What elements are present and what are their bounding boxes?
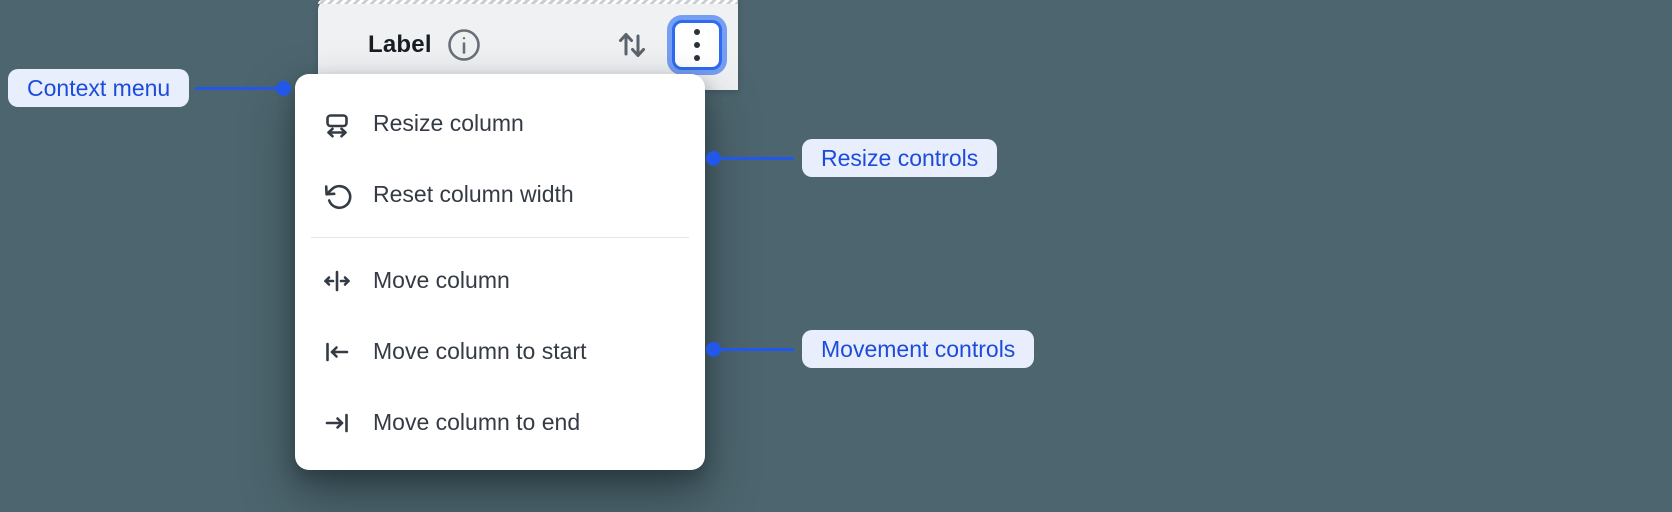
menu-item-label: Move column to end — [373, 409, 581, 435]
menu-item-move-column-end[interactable]: Move column to end — [295, 387, 705, 458]
menu-item-label: Resize column — [373, 110, 524, 136]
annotation-pill: Movement controls — [802, 330, 1035, 368]
annotation-connector-line — [195, 86, 278, 90]
move-column-icon — [321, 265, 353, 297]
move-column-start-icon — [321, 336, 353, 368]
column-header-hatch-strip — [318, 0, 738, 4]
annotation-context-menu: Context menu — [8, 69, 292, 107]
annotation-connector-dot — [706, 150, 721, 166]
info-icon[interactable] — [447, 28, 481, 62]
menu-item-move-column[interactable]: Move column — [295, 245, 705, 316]
sort-arrows-icon[interactable] — [614, 27, 650, 63]
annotation-connector-dot — [276, 80, 292, 96]
kebab-dot — [694, 42, 700, 48]
kebab-dot — [694, 55, 700, 61]
reset-column-width-icon — [321, 179, 353, 211]
annotation-connector-line — [720, 347, 794, 351]
menu-item-move-column-start[interactable]: Move column to start — [295, 316, 705, 387]
move-column-end-icon — [321, 407, 353, 439]
menu-item-label: Reset column width — [373, 181, 574, 207]
annotation-resize-controls: Resize controls — [706, 139, 998, 177]
annotation-movement-controls: Movement controls — [706, 330, 1035, 368]
column-title: Label — [368, 31, 432, 58]
kebab-dot — [694, 29, 700, 35]
menu-item-resize-column[interactable]: Resize column — [295, 88, 705, 159]
annotation-connector-dot — [706, 341, 721, 357]
resize-column-icon — [321, 108, 353, 140]
menu-item-label: Move column — [373, 267, 510, 293]
annotation-connector-line — [720, 156, 794, 160]
menu-divider — [311, 237, 689, 238]
column-context-menu: Resize column Reset column width Move co… — [295, 74, 705, 470]
annotation-pill: Context menu — [8, 69, 190, 107]
menu-item-reset-column-width[interactable]: Reset column width — [295, 159, 705, 230]
kebab-menu-icon[interactable] — [672, 20, 722, 70]
annotation-pill: Resize controls — [802, 139, 998, 177]
menu-item-label: Move column to start — [373, 338, 587, 364]
